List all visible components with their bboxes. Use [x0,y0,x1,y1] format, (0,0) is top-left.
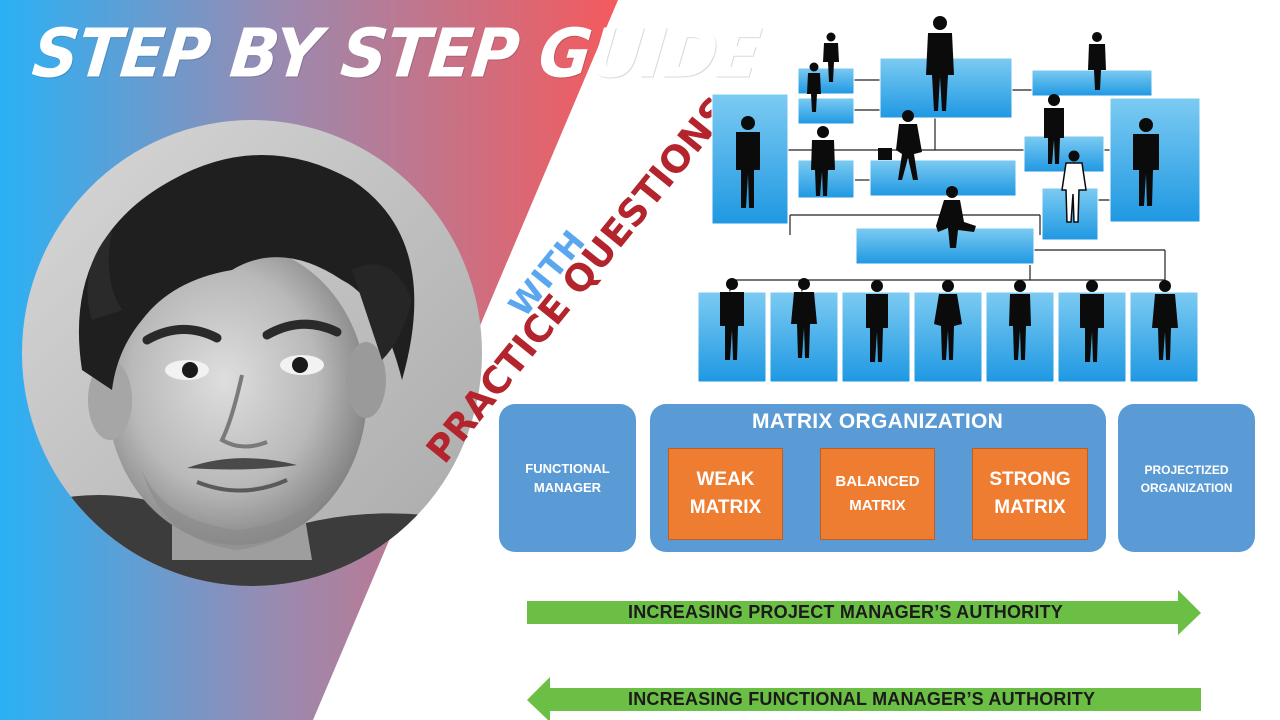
projectized-organization-label: PROJECTIZED ORGANIZATION [1118,461,1255,497]
matrix-organization-title: MATRIX ORGANIZATION [752,410,1004,433]
weak-matrix-line1: WEAK [696,469,755,490]
strong-matrix-line1: STRONG [989,469,1071,490]
projectized-line2: ORGANIZATION [1140,481,1233,495]
strong-matrix-box: STRONG MATRIX [972,448,1088,540]
portrait-image [22,120,482,586]
balanced-matrix-line2: MATRIX [849,497,906,514]
functional-manager-line1: FUNCTIONAL [525,461,610,476]
functional-manager-panel [499,404,636,552]
projectized-organization-panel [1118,404,1255,552]
weak-matrix-box: WEAK MATRIX [668,448,783,540]
functional-manager-label: FUNCTIONAL MANAGER [499,459,636,497]
functional-manager-authority-label: INCREASING FUNCTIONAL MANAGER’S AUTHORIT… [628,689,1096,709]
strong-matrix-line2: MATRIX [994,497,1066,518]
project-manager-authority-label: INCREASING PROJECT MANAGER’S AUTHORITY [628,602,1063,622]
balanced-matrix-line1: BALANCED [835,473,920,490]
presenter-portrait [22,120,482,586]
projectized-line1: PROJECTIZED [1144,463,1229,477]
org-chart-illustration [690,10,1210,395]
balanced-matrix-box: BALANCED MATRIX [820,448,935,540]
weak-matrix-line2: MATRIX [689,497,762,518]
org-chart-graphic [697,16,1201,383]
functional-manager-line2: MANAGER [533,480,602,495]
headline-title: STEP BY STEP GUIDE [28,15,764,94]
